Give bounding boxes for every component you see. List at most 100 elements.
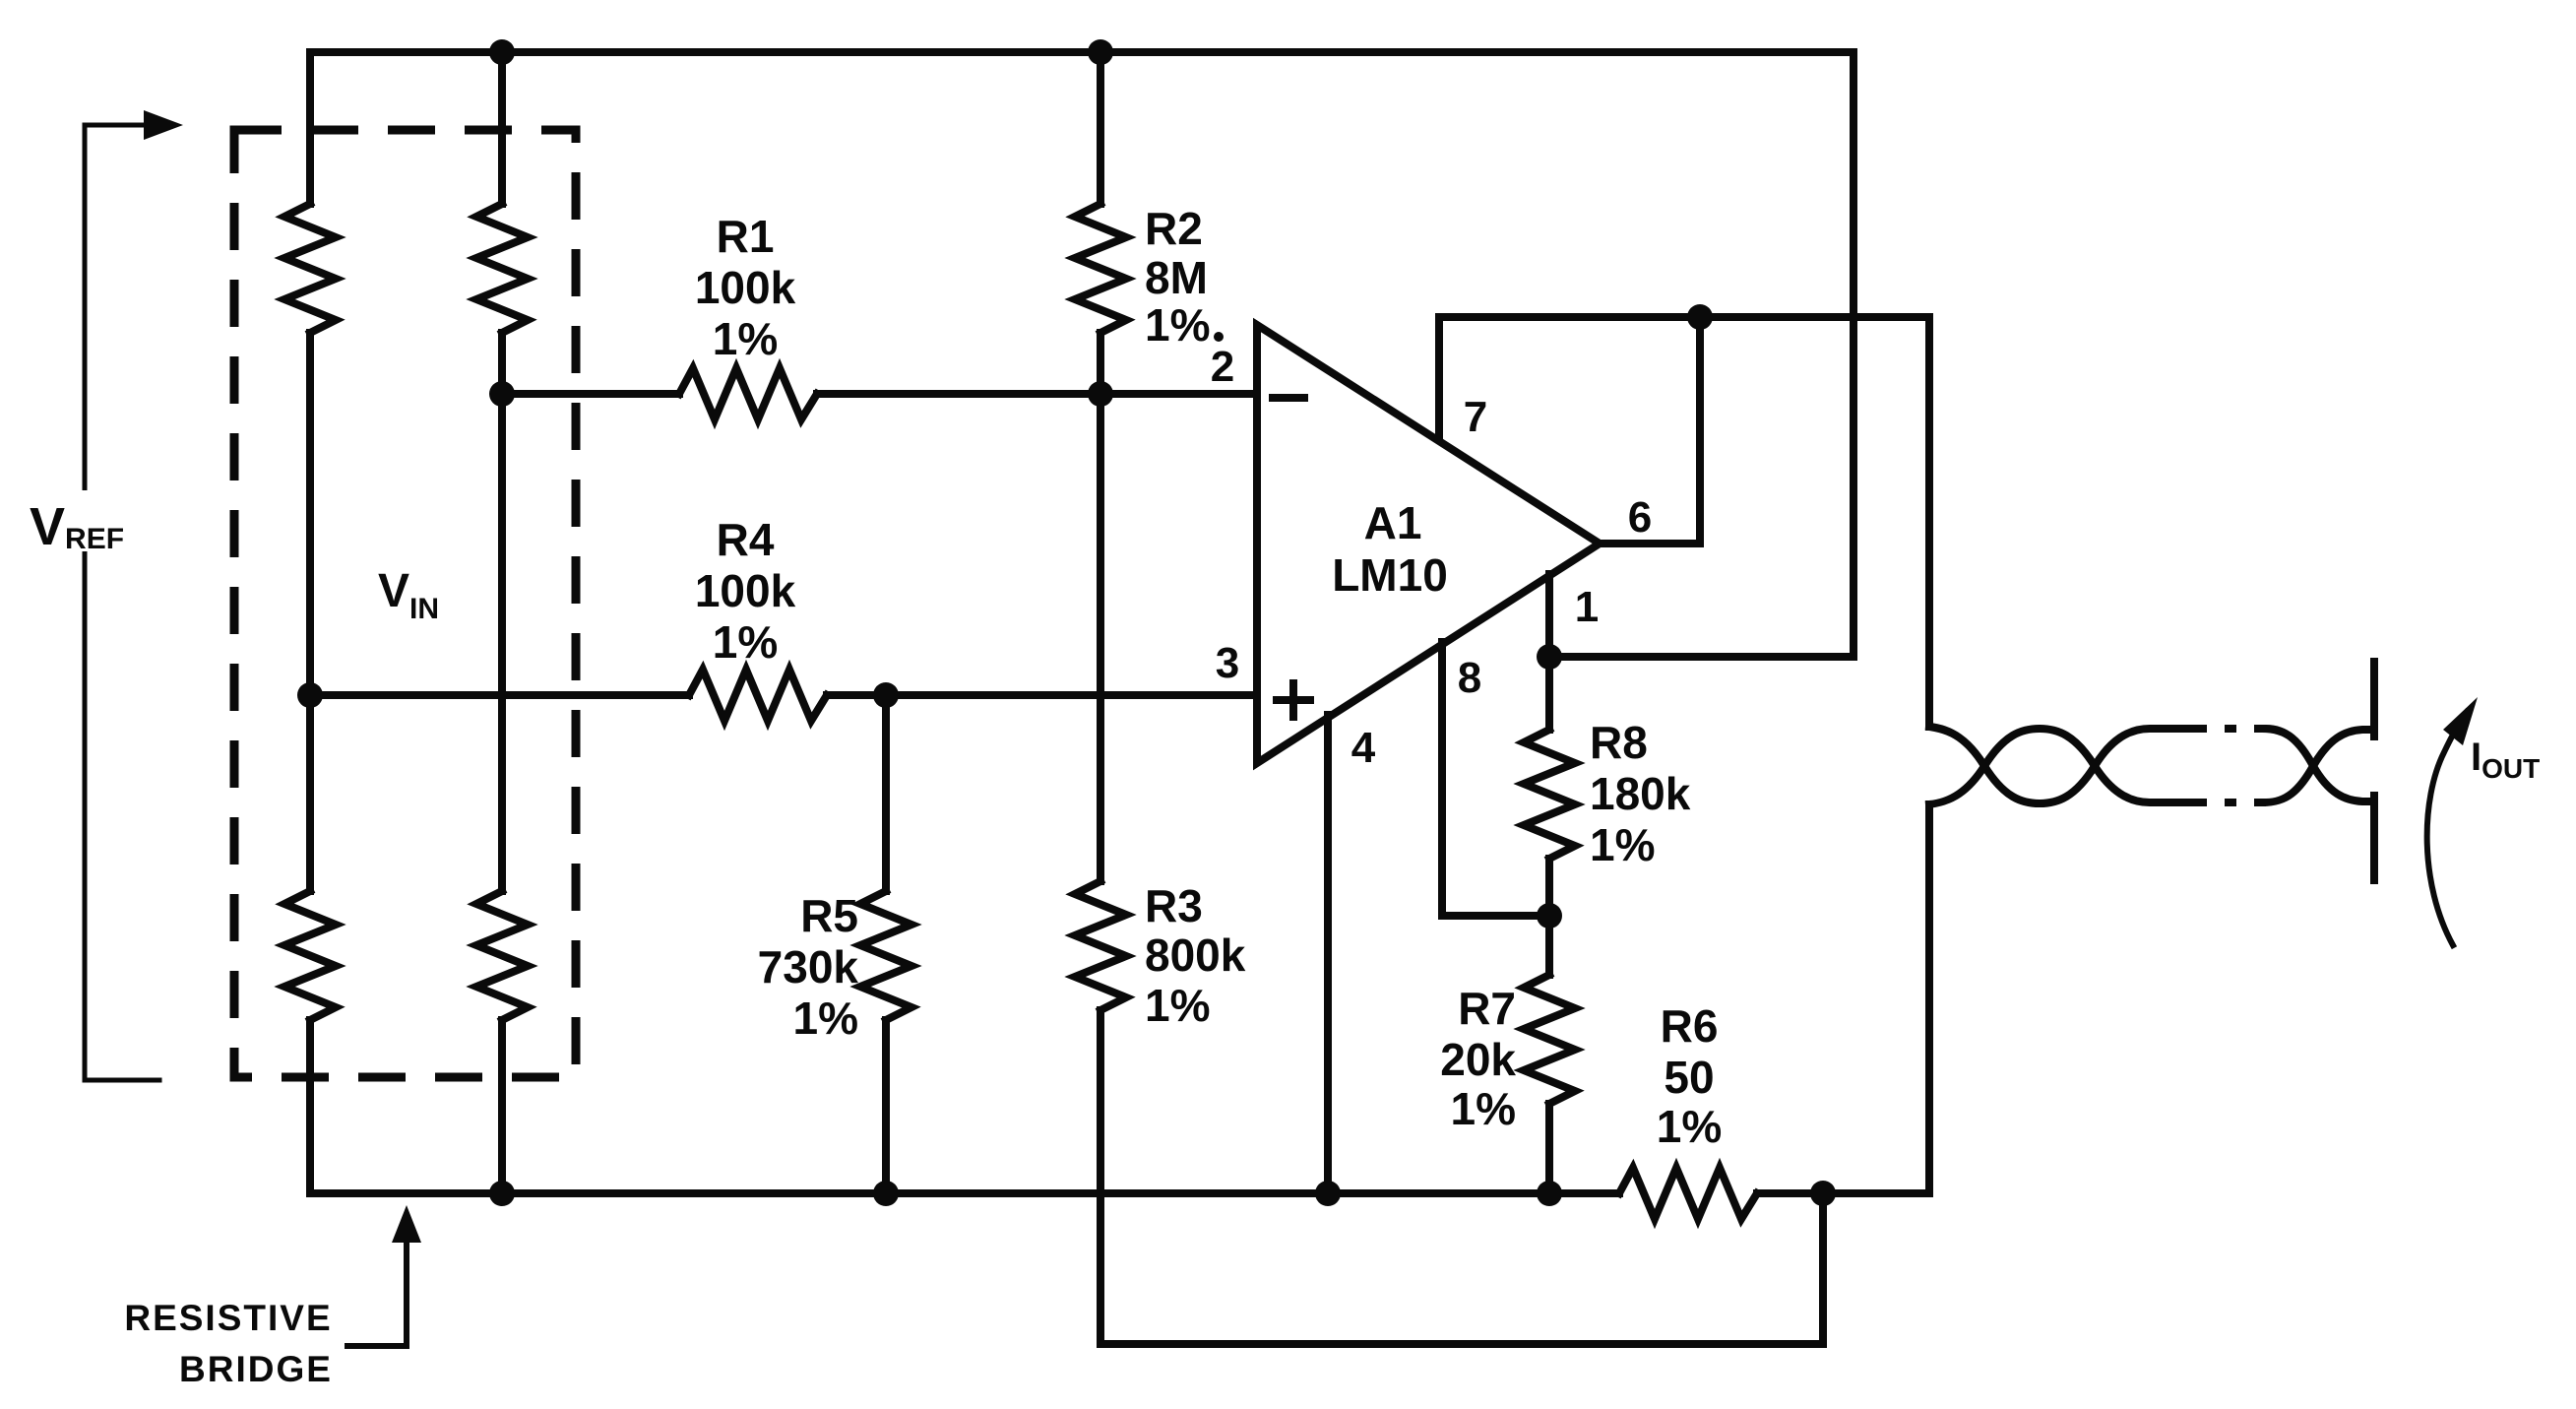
- junction-dot: [873, 682, 899, 708]
- pin-label-7: 7: [1464, 393, 1487, 441]
- junction-dot: [489, 1181, 515, 1206]
- opamp-part-number: LM10: [1332, 549, 1448, 601]
- vref-arrow-icon: [144, 110, 183, 140]
- opamp-designator: A1: [1364, 497, 1422, 548]
- vref-bracket: VREF: [30, 110, 183, 1083]
- iout-arc: [2423, 707, 2472, 950]
- r5-tolerance: 1%: [793, 993, 858, 1044]
- r7-designator: R7: [1458, 983, 1516, 1034]
- resistor-r3: R3 800k 1%: [1064, 390, 1246, 1031]
- r8-designator: R8: [1590, 717, 1648, 768]
- wire-pin8: [1438, 638, 1553, 920]
- r3-value: 800k: [1145, 929, 1246, 981]
- pin-label-6: 6: [1628, 493, 1652, 542]
- junction-dot: [873, 1181, 899, 1206]
- resistor-r2: R2 8M 1%: [1064, 48, 1210, 398]
- junction-dot: [1810, 1181, 1836, 1206]
- pin-label-1: 1: [1575, 583, 1599, 631]
- resistor-r7: R7 20k 1%: [1440, 912, 1586, 1197]
- junction-dots: [297, 39, 1836, 1206]
- resistor-r1: R1 100k 1%: [498, 211, 1261, 430]
- resistor-r4: R4 100k 1%: [306, 514, 1261, 732]
- bridge-dashed-box: [229, 125, 581, 1082]
- wire-bus-right: [1753, 801, 1933, 1197]
- r4-value: 100k: [695, 565, 796, 616]
- resistor-r5: R5 730k 1%: [758, 691, 922, 1197]
- twisted-pair: [1924, 658, 2378, 884]
- junction-dot: [489, 381, 515, 407]
- pin2-mark-dot: [1214, 332, 1224, 342]
- wire-bottom-return: [1097, 1006, 1827, 1348]
- pin-label-2: 2: [1211, 343, 1234, 391]
- pin-label-4: 4: [1351, 724, 1376, 772]
- iout-label: IOUT: [2471, 736, 2540, 784]
- junction-dot: [1088, 381, 1113, 407]
- bridge-caption: RESISTIVE BRIDGE: [124, 1205, 421, 1389]
- junction-dot: [1088, 39, 1113, 65]
- junction-dot: [1315, 1181, 1341, 1206]
- r1-designator: R1: [717, 211, 775, 262]
- r4-zigzag: [683, 659, 833, 732]
- r5-designator: R5: [800, 890, 858, 941]
- junction-dot: [1537, 644, 1562, 670]
- r1-value: 100k: [695, 262, 796, 313]
- bridge-right-leg: [466, 48, 538, 1197]
- iout-indicator: IOUT: [2423, 697, 2540, 950]
- r8-tolerance: 1%: [1590, 819, 1655, 870]
- bridge-caption-arrow-icon: [392, 1205, 421, 1243]
- bridge-caption-leader: [345, 1228, 409, 1349]
- r2-zigzag: [1064, 198, 1137, 339]
- bridge-caption-line1: RESISTIVE: [124, 1298, 332, 1338]
- wire-pin7-supply: [1435, 313, 1933, 731]
- wire-bottom-bus: [306, 1016, 1623, 1197]
- r6-tolerance: 1%: [1657, 1101, 1722, 1152]
- r3-zigzag: [1064, 875, 1137, 1016]
- r8-value: 180k: [1590, 768, 1691, 819]
- r6-designator: R6: [1661, 1000, 1719, 1052]
- r8-zigzag: [1513, 724, 1586, 865]
- vref-label-mask: [59, 490, 150, 551]
- r1-tolerance: 1%: [713, 313, 778, 364]
- twist-wire-bottom-right: [2261, 726, 2378, 807]
- iout-arrow-icon: [2443, 697, 2478, 745]
- r5-value: 730k: [758, 941, 859, 993]
- bridge-resistor-upper-left: [274, 198, 346, 339]
- twist-wire-bottom-left: [1924, 724, 2177, 809]
- bridge-caption-line2: BRIDGE: [179, 1349, 333, 1389]
- vref-bracket-line: [82, 122, 162, 1083]
- r2-value: 8M: [1145, 252, 1208, 303]
- bridge-resistor-lower-right: [466, 885, 538, 1026]
- r5-zigzag: [849, 885, 922, 1026]
- resistor-r8: R8 180k 1%: [1513, 653, 1691, 920]
- junction-dot: [297, 682, 323, 708]
- r7-tolerance: 1%: [1451, 1083, 1516, 1134]
- resistor-r6: R6 50 1%: [1613, 1000, 1763, 1230]
- opamp-triangle: [1253, 317, 1607, 771]
- r2-designator: R2: [1145, 203, 1203, 254]
- bridge-resistor-upper-right: [466, 198, 538, 339]
- vin-label: VIN: [378, 565, 439, 625]
- r7-zigzag: [1513, 969, 1586, 1110]
- junction-dot: [489, 39, 515, 65]
- junction-dot: [1537, 903, 1562, 929]
- pin-label-8: 8: [1458, 654, 1481, 702]
- r4-designator: R4: [717, 514, 775, 565]
- r1-zigzag: [673, 357, 823, 430]
- wire-top-rail: [306, 48, 1857, 661]
- r6-value: 50: [1664, 1052, 1714, 1103]
- r2-tolerance: 1%: [1145, 299, 1210, 351]
- r6-zigzag: [1613, 1157, 1763, 1230]
- r7-value: 20k: [1440, 1034, 1516, 1085]
- pin-label-3: 3: [1216, 639, 1239, 687]
- r4-tolerance: 1%: [713, 616, 778, 668]
- vref-label: VREF: [30, 497, 124, 556]
- opamp-a1: A1 LM10 2 3 7 6 1 8 4: [1211, 317, 1652, 772]
- bridge-resistor-lower-left: [274, 885, 346, 1026]
- wire-pin6-output: [1596, 313, 1704, 547]
- twist-wire-top-right: [2261, 724, 2378, 805]
- junction-dot: [1687, 304, 1713, 330]
- bridge-left-leg: [274, 48, 346, 1026]
- opamp-plus-icon: [1273, 679, 1314, 721]
